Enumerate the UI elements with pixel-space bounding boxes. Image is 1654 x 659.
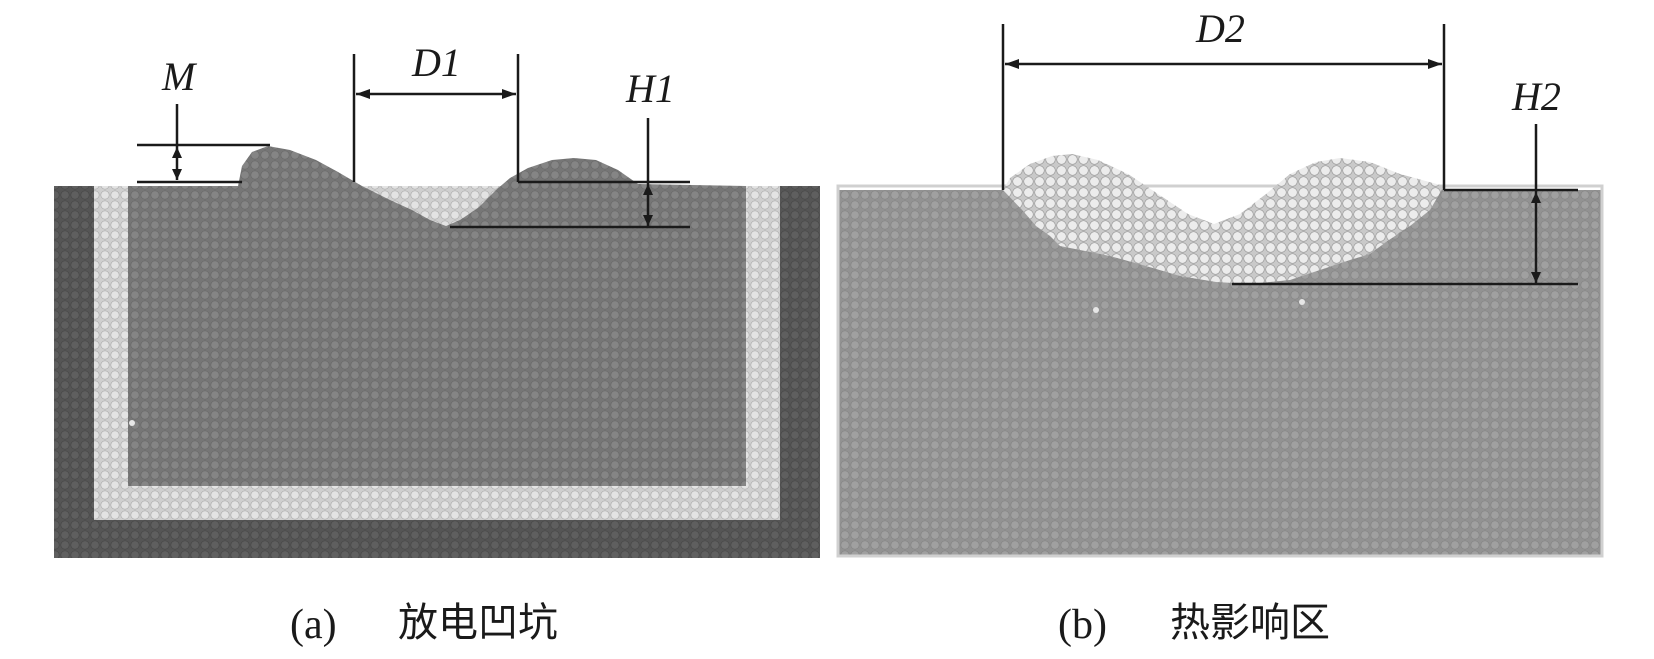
label-d1: D1 [411,40,461,85]
boundary-layer-b [836,184,1604,558]
dimension-h1 [450,118,690,229]
label-h1: H1 [625,66,675,111]
speck [1299,299,1305,305]
dimension-d1 [352,54,520,182]
heat-affected-zone [1003,154,1444,284]
panel-b: D2 H2 (b) 热影响区 [836,6,1604,648]
caption-b-tag: (b) [1058,602,1107,648]
dimension-h2 [1232,124,1578,286]
body-b [838,156,1602,556]
label-h2: H2 [1511,74,1561,119]
caption-a-text: 放电凹坑 [398,600,558,646]
dimension-m [137,104,270,184]
caption-b-text: 热影响区 [1170,600,1330,646]
caption-a-tag: (a) [290,602,337,648]
label-d2: D2 [1195,6,1245,51]
speck [1093,307,1099,313]
speck [129,420,135,426]
panel-a: M D1 H1 (a) 放电凹坑 [54,40,820,648]
crater-body-a [128,146,746,486]
dimension-d2 [1001,24,1446,190]
label-m: M [161,54,198,99]
